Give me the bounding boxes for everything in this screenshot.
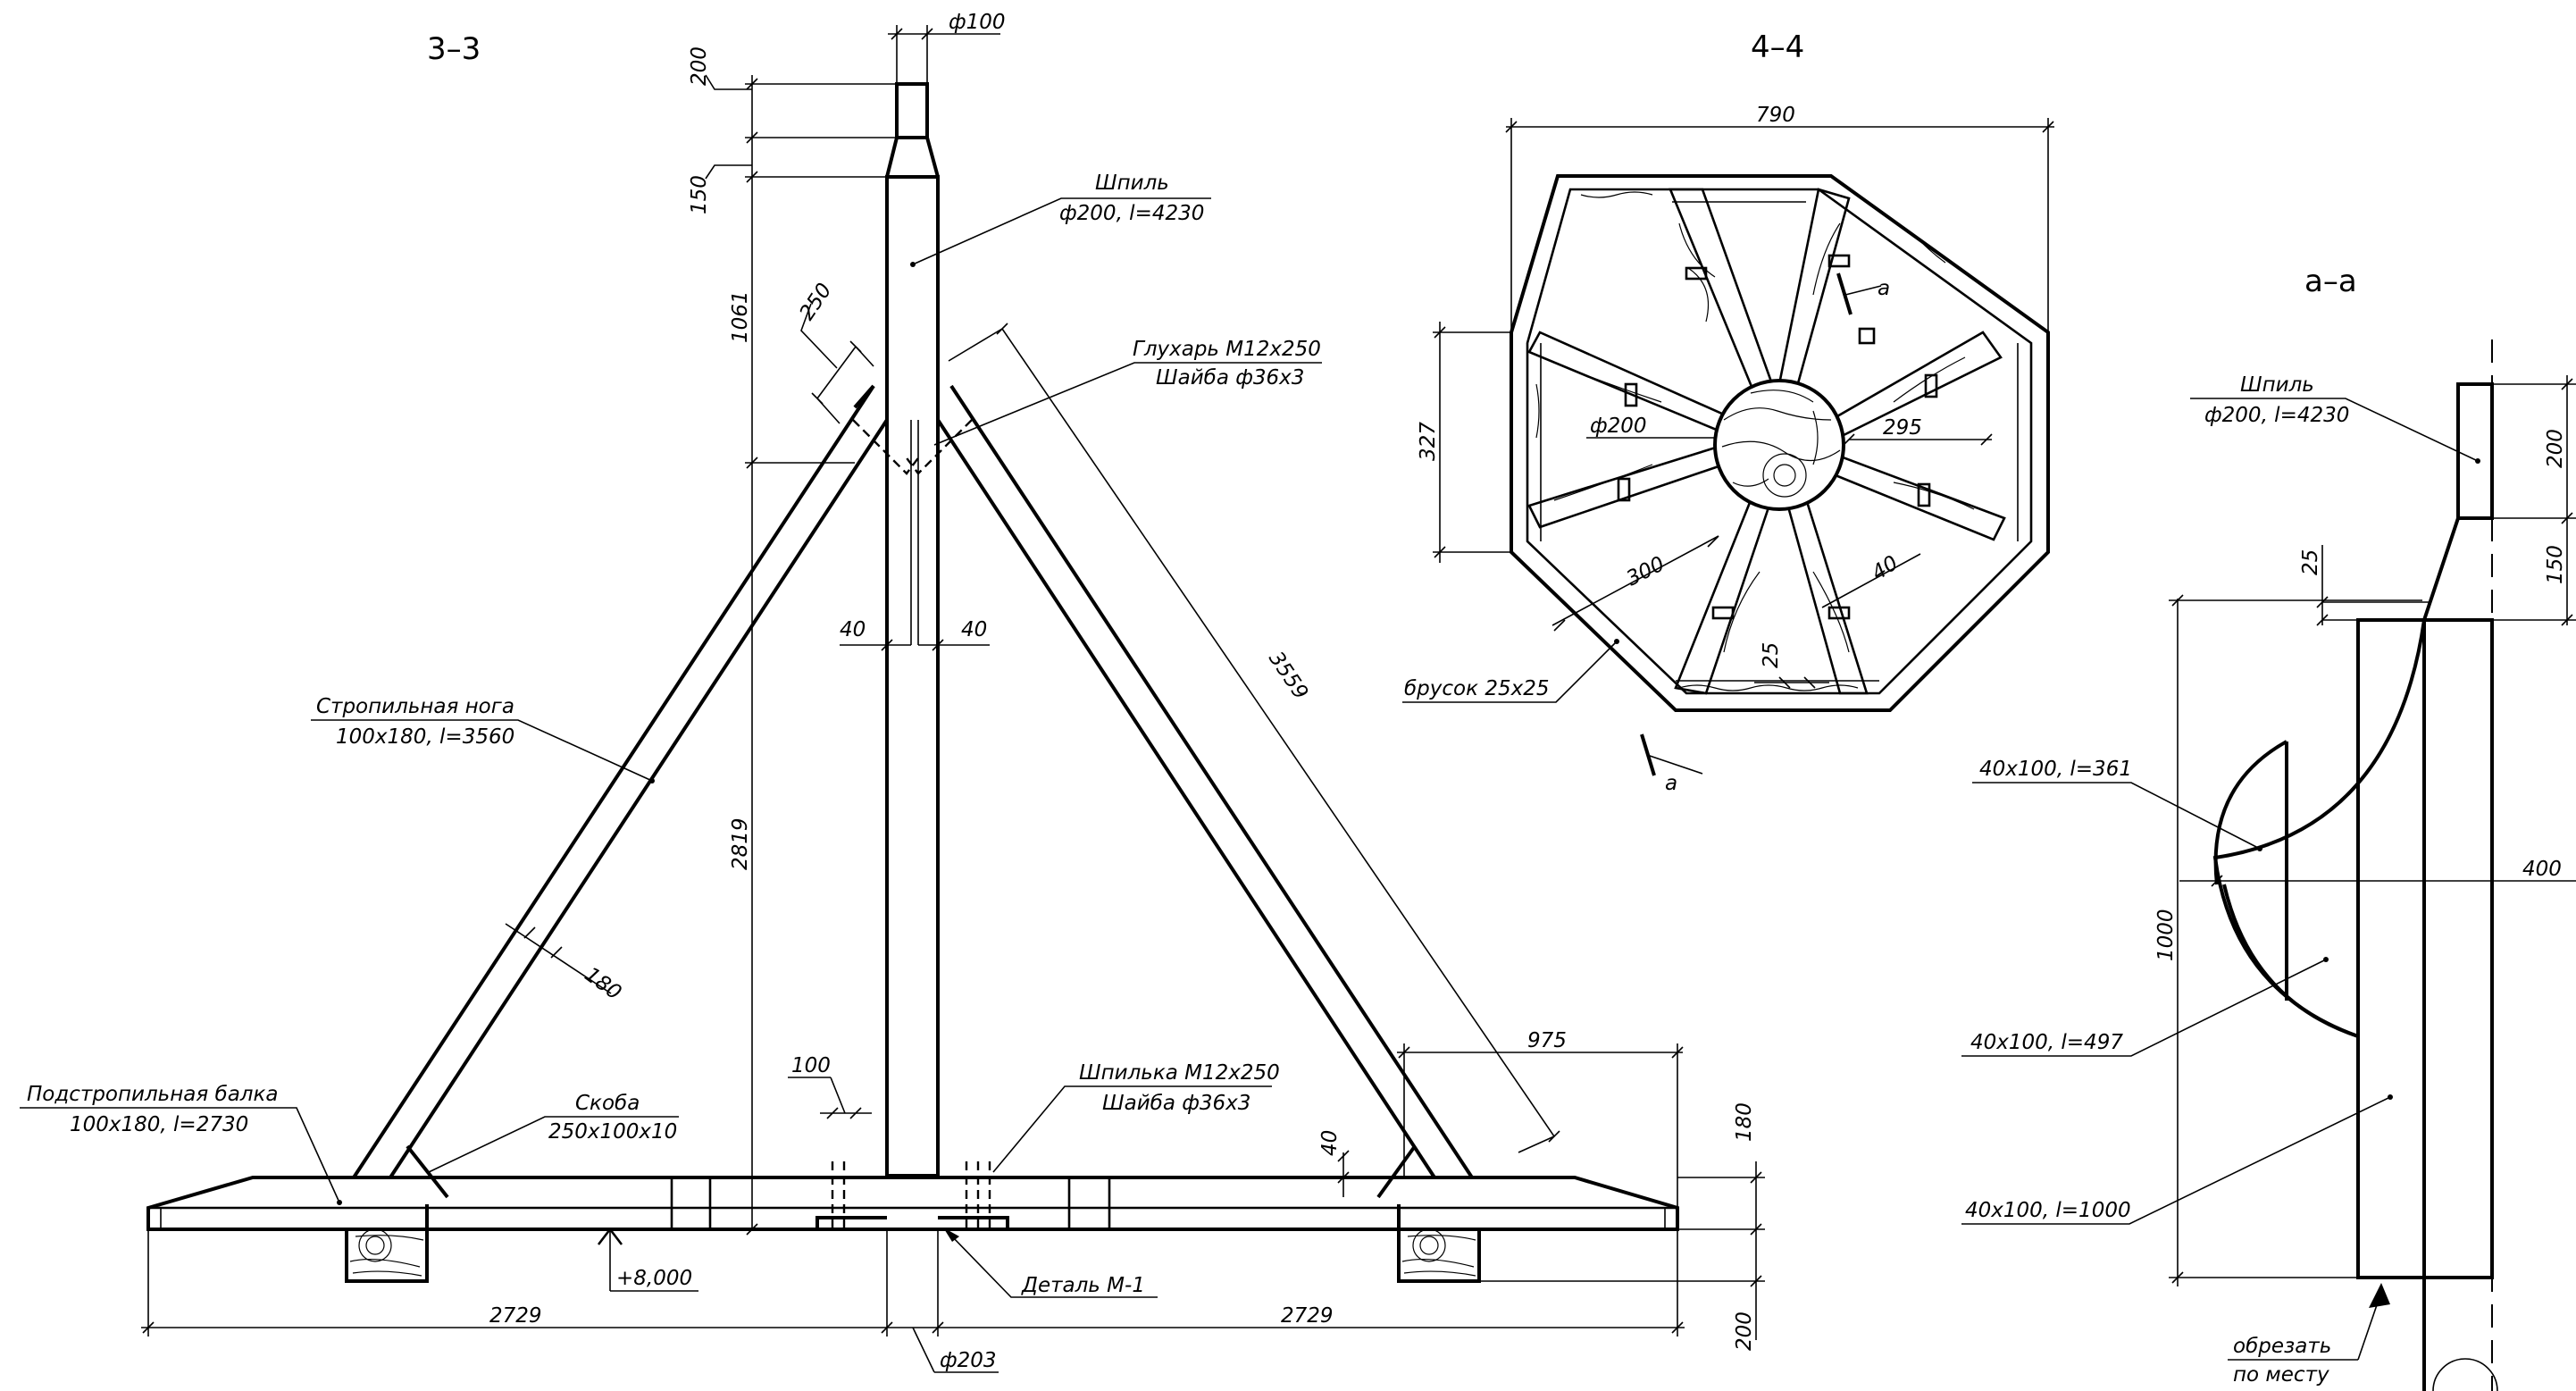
dim-300: 300: [1623, 552, 1669, 591]
section-4-4-title: 4–4: [1751, 29, 1804, 65]
cut-marker-top: [1836, 272, 1853, 315]
section-a-a-title: а–а: [2304, 264, 2357, 299]
cut-marker-top-a: а: [1878, 277, 1890, 300]
wood-block-left: [345, 1228, 429, 1283]
dim-2729-right: 2729: [1281, 1304, 1334, 1328]
dim-100-studs: 100: [791, 1054, 831, 1077]
dim-200-top: 200: [688, 46, 711, 86]
detail-label: Деталь М-1: [1021, 1274, 1145, 1297]
octagon-frame-outer: [1510, 174, 2050, 712]
dim-150-top: 150: [688, 175, 711, 214]
dim-40-left: 40: [840, 618, 866, 641]
dim-975: 975: [1527, 1029, 1567, 1052]
octagon-frame-inner: [1526, 188, 2033, 695]
bar-label: брусок 25х25: [1404, 677, 1549, 700]
dim-phi203: ф203: [940, 1349, 997, 1372]
dim-295: 295: [1883, 416, 1922, 440]
dim-aa-400: 400: [2522, 858, 2562, 881]
spire-label: Шпиль: [1095, 172, 1169, 195]
aa-curve-inner: [2213, 740, 2287, 885]
dim-aa-150: 150: [2544, 545, 2567, 584]
labels-a-a: Шпиль ф200, l=4230 40х100, l=361 40х100,…: [1961, 373, 2479, 1387]
spire-spec: ф200, l=4230: [1059, 202, 1204, 225]
dim-790: 790: [1756, 104, 1795, 127]
dim-aa-1000: 1000: [2154, 909, 2178, 961]
bracket-spec: 250х100х10: [548, 1120, 677, 1144]
aa-spire-top: [2456, 382, 2494, 520]
rim-boards: [1535, 191, 2019, 691]
central-log: [1713, 379, 1845, 511]
dim-40-right: 40: [961, 618, 987, 641]
wood-block-right: [1397, 1228, 1481, 1283]
stud-washer: Шайба ф36х3: [1102, 1092, 1250, 1115]
aa-spire-spec: ф200, l=4230: [2204, 404, 2349, 427]
dim-250: 250: [795, 279, 836, 324]
bracket-left: [406, 1144, 449, 1199]
labels-3-3: Шпиль ф200, l=4230 Глухарь М12х250 Шайба…: [20, 172, 1322, 1298]
dimensions-a-a: 200 150 25 400 1000: [2154, 375, 2576, 1286]
gluhar-label: Глухарь М12х250: [1133, 338, 1321, 361]
cut-marker-bottom-a: а: [1665, 772, 1677, 795]
right-rafter: [936, 384, 1474, 1179]
dim-aa-25: 25: [2299, 549, 2322, 575]
aa-curve-outer: [2212, 619, 2426, 1038]
bracket-right: [1376, 1144, 1417, 1199]
beam-label: Подстропильная балка: [27, 1083, 278, 1106]
cut-label-line1: обрезать: [2233, 1335, 2331, 1358]
dim-2819: 2819: [729, 817, 752, 870]
dim-aa-200: 200: [2544, 429, 2567, 468]
aa-spire-label: Шпиль: [2240, 373, 2314, 397]
rafter-spec: 100х180, l=3560: [336, 725, 514, 749]
spire: [885, 82, 940, 1231]
studs: [831, 1161, 991, 1233]
gluhar-washer: Шайба ф36х3: [1156, 366, 1304, 390]
dim-200-bottom: 200: [1733, 1311, 1756, 1351]
dim-40-vertical: 40: [1318, 1130, 1342, 1156]
level-value: +8,000: [616, 1267, 692, 1290]
piece3-label: 40х100, l=1000: [1965, 1199, 2131, 1222]
section-4-4: 4–4: [1402, 29, 2054, 795]
dim-1061: 1061: [729, 290, 752, 343]
piece1-label: 40х100, l=361: [1979, 758, 2132, 781]
piece2-label: 40х100, l=497: [1970, 1031, 2123, 1054]
dim-phi100: ф100: [949, 11, 1006, 34]
cut-label-line2: по месту: [2233, 1363, 2329, 1387]
section-3-3: 3–3: [20, 11, 1765, 1373]
dim-25-octagon: 25: [1760, 642, 1783, 668]
dim-2729-left: 2729: [489, 1304, 542, 1328]
dim-3559: 3559: [1264, 648, 1312, 704]
stud-label: Шпилька М12х250: [1079, 1061, 1280, 1085]
level-mark: +8,000: [597, 1227, 698, 1292]
section-a-a: а–а 200 150: [1961, 264, 2576, 1391]
dim-phi200-log: ф200: [1590, 415, 1647, 438]
lag-screw-left: [852, 419, 921, 475]
dim-180-vertical: 180: [1733, 1102, 1756, 1142]
section-3-3-title: 3–3: [427, 31, 481, 67]
dim-180-rafter: 180: [580, 963, 625, 1005]
ground-beam: [146, 1176, 1679, 1231]
bracket-label: Скоба: [575, 1092, 640, 1115]
beam-spec: 100х180, l=2730: [70, 1113, 248, 1136]
rafter-label: Стропильная нога: [316, 695, 514, 718]
left-rafter: [352, 384, 889, 1179]
dim-327: 327: [1417, 422, 1440, 461]
